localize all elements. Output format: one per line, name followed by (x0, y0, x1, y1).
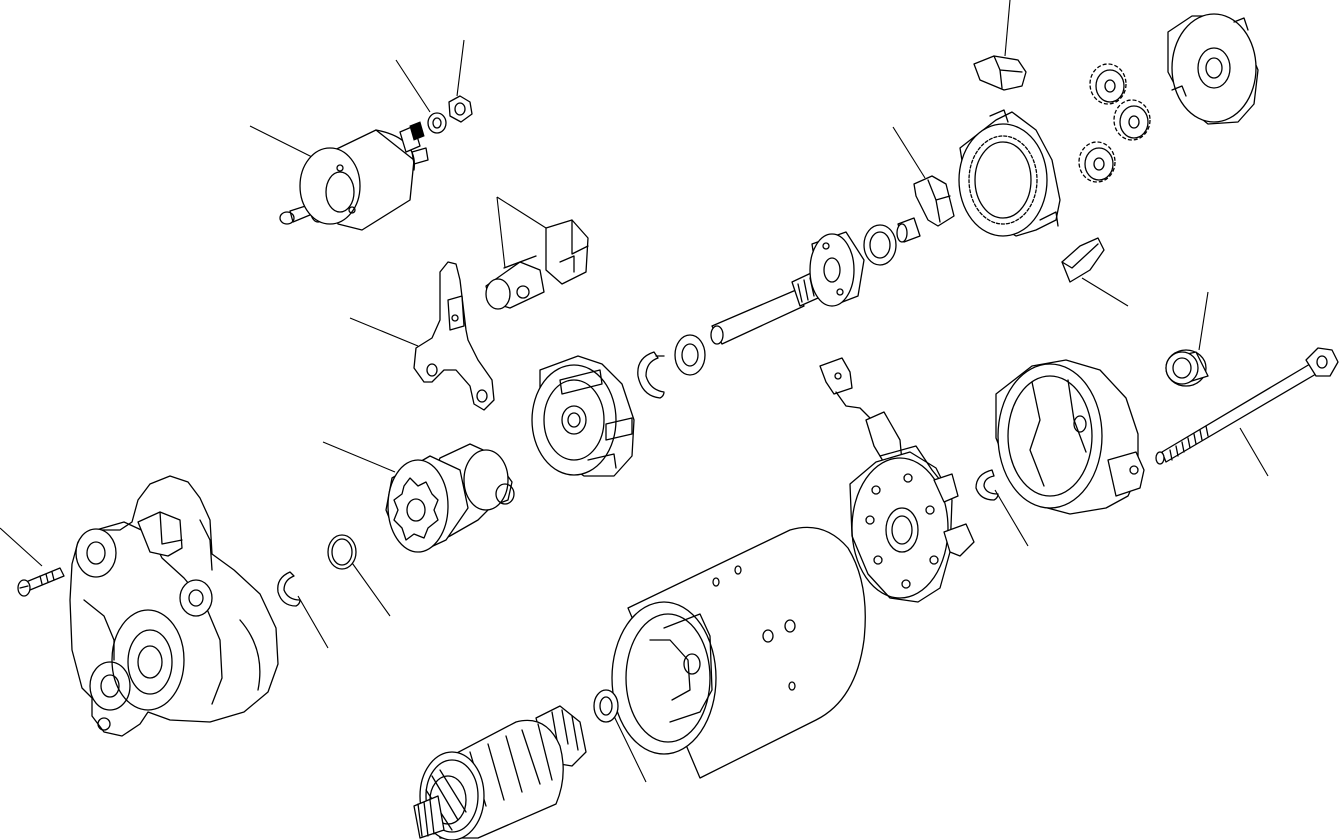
retainer-snap-ring (277, 571, 301, 607)
brush-top (973, 55, 1027, 91)
brush-wedge (1061, 237, 1105, 283)
solenoid-nut (448, 95, 473, 123)
planetary-gear-2 (1113, 99, 1151, 141)
pinion-clutch (385, 443, 515, 553)
snap-ring-upper (637, 351, 665, 399)
shift-lever (413, 261, 495, 411)
bracket-cover (531, 355, 635, 477)
bearing-sleeve (896, 217, 921, 243)
planetary-gear-3 (1078, 141, 1116, 183)
thrust-washer-upper (674, 334, 706, 376)
yoke (611, 526, 866, 779)
spacer-block (545, 219, 589, 285)
housing-screw (17, 567, 65, 597)
plunger-joint (485, 255, 545, 310)
planetary-gear-1 (1089, 63, 1127, 105)
output-shaft (710, 231, 865, 345)
shaft-cover (1167, 13, 1259, 125)
rear-end-frame (995, 359, 1145, 515)
brush-small (913, 175, 955, 227)
armature-washer (593, 689, 619, 723)
through-bolt (1155, 347, 1339, 465)
brush-holder (819, 357, 975, 603)
solenoid-switch (279, 121, 429, 231)
solenoid-washer (427, 112, 447, 134)
armature (413, 705, 587, 840)
leader-lines (0, 0, 1269, 783)
stopper-ring (327, 534, 357, 570)
rear-bushing (1165, 349, 1209, 387)
thrust-washer-mid (863, 224, 897, 266)
rear-snap-ring (975, 469, 999, 501)
front-housing (69, 475, 279, 737)
internal-gear (958, 109, 1061, 237)
